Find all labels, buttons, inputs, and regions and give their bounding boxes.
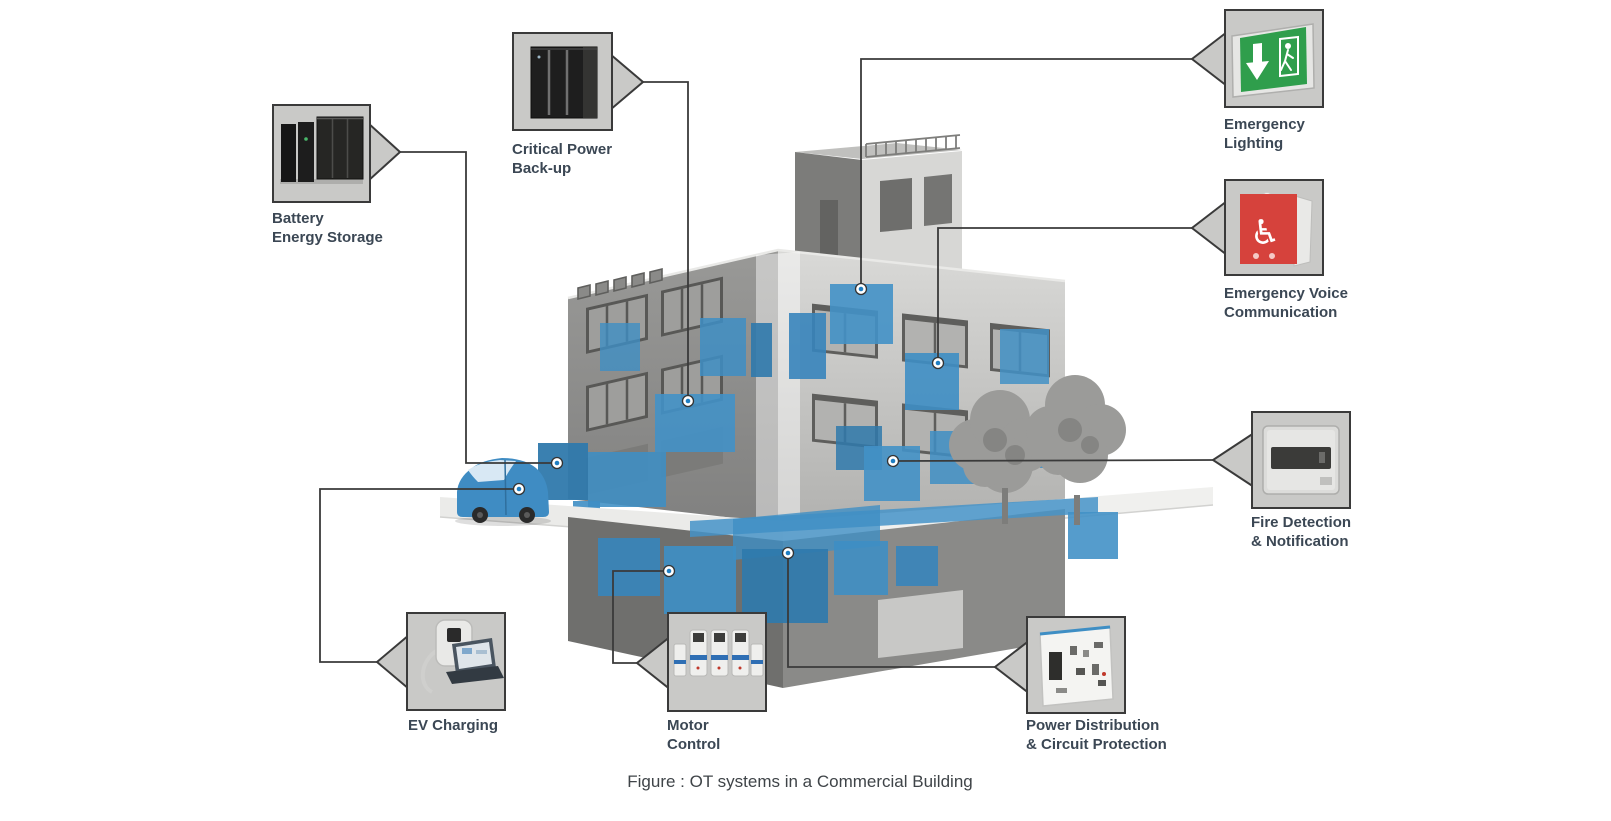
- connector-emergency-lighting: [860, 58, 1192, 285]
- callout-box-ev-charging: [375, 612, 506, 711]
- trees: [949, 375, 1126, 525]
- exit-sign-photo: [1231, 23, 1315, 98]
- ups-cabinet-photo: [530, 46, 598, 119]
- callout-box-battery-energy-storage: [272, 104, 402, 203]
- connection-dots: [512, 282, 945, 578]
- label-power-distribution: Power Distribution& Circuit Protection: [1026, 717, 1167, 753]
- callout-box-fire-detection-notification: [1211, 411, 1351, 509]
- variable-speed-drives-photo: [673, 629, 764, 677]
- connector-lines: [319, 58, 1214, 668]
- connector-emergency-voice-communication: [937, 227, 1192, 359]
- battery-cabinets-photo: [280, 116, 364, 184]
- switchboard-photo: [1039, 625, 1114, 707]
- callout-box-power-distribution: [993, 616, 1126, 714]
- dot-emergency-voice-communication: [931, 356, 945, 370]
- label-fire-detection-notification: Fire Detection& Notification: [1251, 514, 1352, 550]
- connector-fire-detection: [896, 459, 1214, 462]
- building-illustration: [439, 134, 1214, 688]
- dot-critical-power-backup: [681, 394, 695, 408]
- voice-alarm-panel-photo: ♿: [1240, 192, 1313, 267]
- connector-power-distribution: [787, 557, 995, 668]
- dot-power-distribution: [781, 546, 795, 560]
- figure-caption: Figure : OT systems in a Commercial Buil…: [627, 772, 973, 791]
- svg-text:♿: ♿: [1250, 213, 1280, 253]
- connector-battery-energy-storage: [400, 151, 552, 464]
- callout-box-emergency-voice-communication: ♿: [1190, 179, 1324, 276]
- dot-motor-control: [662, 564, 676, 578]
- callout-box-critical-power-backup: [512, 32, 645, 131]
- electric-vehicle: [455, 458, 551, 526]
- fire-panel-photo: [1262, 425, 1340, 495]
- callout-box-emergency-lighting: [1190, 9, 1324, 108]
- dot-fire-detection: [886, 454, 900, 468]
- ev-charger-and-laptop-photo: [421, 619, 504, 694]
- dot-emergency-lighting: [854, 282, 868, 296]
- rooftop-units: [577, 267, 663, 301]
- corner-glass-band: [756, 252, 800, 526]
- dot-ev-charging: [512, 482, 526, 496]
- dot-battery-energy-storage: [550, 456, 564, 470]
- callout-box-motor-control: [635, 612, 767, 712]
- connector-motor-control: [612, 570, 664, 664]
- ot-equipment-basement: [598, 497, 1118, 623]
- label-ev-charging: EV Charging: [408, 717, 499, 734]
- roof-railing: [865, 134, 961, 158]
- connector-ev-charging: [319, 488, 514, 663]
- connector-critical-power-backup: [643, 81, 689, 397]
